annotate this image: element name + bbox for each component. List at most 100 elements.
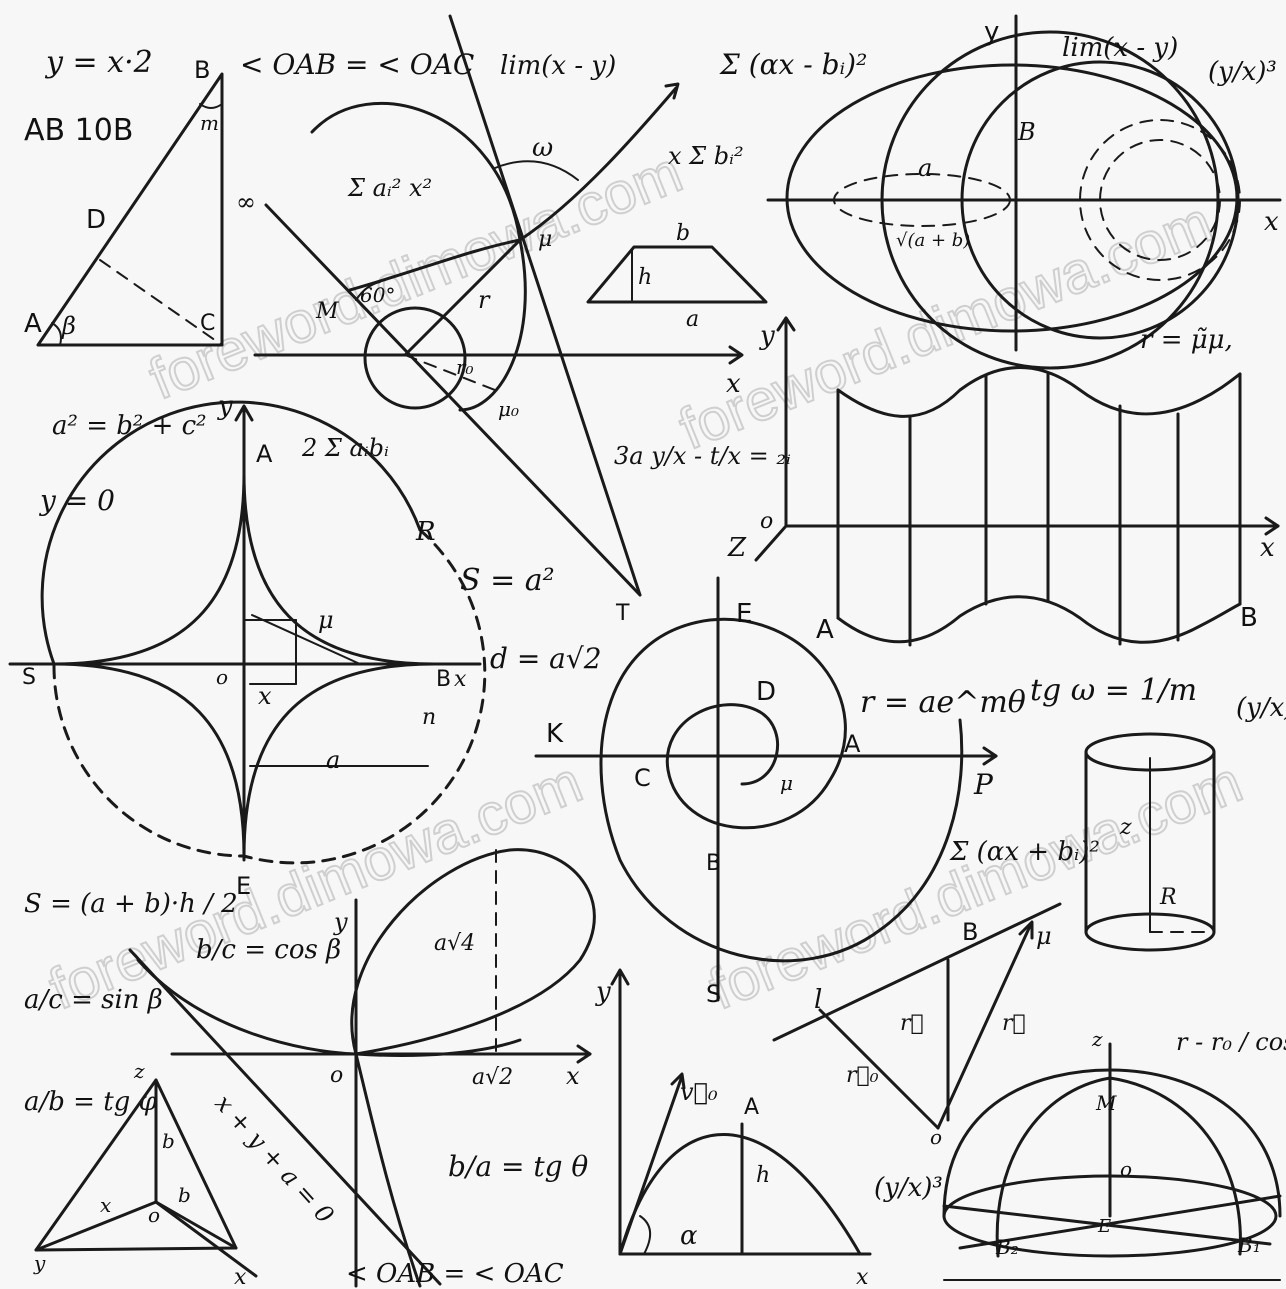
formula-y-x-cubed-top: (y/x)³ [1208, 57, 1277, 87]
label-o-hemisphere: o [1120, 1157, 1132, 1181]
label-y-surface: y [759, 321, 775, 351]
label-E-astroid: E [236, 872, 251, 900]
formula-a2-b2-c2: a² = b² + c² [52, 411, 207, 441]
label-r0: r₀ [456, 355, 474, 379]
label-C-spiral: C [634, 764, 651, 792]
label-T: T [615, 601, 630, 626]
label-x-surface: x [1260, 533, 1275, 563]
hemisphere-diagram: z M o E B₂ B₁ [942, 1027, 1282, 1281]
label-o-pyramid: o [148, 1203, 160, 1227]
formula-s-area: S = (a + b)·h / 2 [24, 889, 238, 919]
label-B-spiral: B [706, 851, 721, 876]
label-B-astroid: B [436, 667, 451, 692]
label-M-hemisphere: M [1095, 1091, 1117, 1115]
formula-y0: y = 0 [38, 484, 115, 517]
label-D: D [86, 205, 106, 235]
watermark-3: foreword.dimowa.com [41, 749, 591, 1022]
label-B-surface: B [1240, 603, 1258, 633]
label-mu-spiral: μ [780, 771, 793, 795]
label-o-vector: o [930, 1125, 942, 1149]
formula-angle-bottom: < OAB = < OAC [346, 1259, 564, 1289]
label-m: m [200, 111, 219, 135]
label-S-astroid: S [22, 665, 36, 690]
cylinder-diagram: z R [1084, 732, 1216, 952]
label-ellipse-a: a [918, 154, 932, 182]
formula-angle-top: < OAB = < OAC [240, 48, 474, 81]
label-x-astroid-seg: x [258, 682, 272, 710]
formula-fraction-expr: 3a y/x - t/x = ₂ᵢ [614, 442, 791, 470]
formula-tg-omega: tg ω = 1/m [1030, 673, 1197, 708]
label-K-spiral: K [546, 719, 564, 749]
label-A-surface: A [816, 615, 834, 645]
formula-sum-sq-2: Σ (αx + bᵢ)² [949, 837, 1100, 867]
label-mu0: μ₀ [498, 397, 519, 421]
label-o-astroid: o [216, 665, 228, 689]
formula-r-mu: r = μ̃μ, [1140, 325, 1233, 355]
label-8-pyramid: b [162, 1129, 175, 1153]
label-x-astroid: x [454, 667, 467, 692]
formula-b-c-cos: b/c = cos β [196, 935, 341, 965]
label-y-ellipse: y [984, 17, 999, 47]
label-B2: B₂ [995, 1235, 1019, 1259]
formula-lim-1: lim(x - y) [500, 51, 616, 81]
label-r0-vec: r⃗₀ [846, 1063, 879, 1088]
label-E-hemisphere: E [1097, 1216, 1111, 1237]
formula-sum-b: x Σ bᵢ² [668, 142, 744, 170]
label-x-folium: x [566, 1062, 580, 1090]
surface-3d-diagram: r = μ̃μ, y o Z x A B [727, 316, 1280, 647]
label-y-projectile: y [595, 977, 611, 1007]
label-B1: B₁ [1237, 1233, 1261, 1257]
label-beta: β [61, 312, 76, 340]
label-A-spiral: A [844, 730, 861, 758]
formula-d-a-root2: d = a√2 [490, 642, 602, 675]
label-x-projectile: x [856, 1265, 869, 1289]
formula-r-aem: r = ae^mθ [860, 685, 1026, 720]
label-mu-astroid: μ [318, 606, 334, 634]
label-R-astroid: R [415, 517, 436, 547]
ellipse-circles-diagram: y lim(x - y) (y/x)³ B a √(a + b) x [766, 14, 1282, 370]
log-spiral-diagram: E D K A C μ B S P r = ae^mθ [534, 576, 1026, 1008]
label-trap-h: h [638, 265, 652, 290]
label-x-ellipse: x [1264, 207, 1279, 237]
label-infinity: ∞ [236, 188, 256, 216]
astroid-diagram: y A R μ S o x B x n a E [8, 391, 487, 900]
label-B-vector: B [962, 918, 978, 946]
formula-r-r0-cos: r - r₀ / cos ω [1176, 1028, 1286, 1056]
label-cyl-R: R [1159, 885, 1177, 910]
label-r-vec-1: r⃗ [900, 1011, 924, 1036]
formula-b-a-tg: b/a = tg θ [448, 1150, 588, 1183]
label-y-folium: y [333, 908, 348, 936]
label-B: B [194, 56, 210, 84]
label-cyl-z: z [1119, 815, 1132, 840]
formula-sum-ab: 2 Σ aᵢbᵢ [301, 434, 389, 462]
label-ellipse-B: B [1017, 118, 1036, 146]
label-angle-60: 60° [360, 283, 395, 307]
label-mu-vector: μ [1036, 922, 1052, 950]
label-n-astroid: n [422, 705, 436, 730]
label-A-projectile: A [744, 1095, 759, 1120]
right-triangle-diagram: y = x·2 AB 10B B D A C β m [24, 45, 224, 347]
label-o-surface: o [760, 509, 773, 534]
formula-y-x-cubed-bottom: (y/x)³ [874, 1173, 943, 1203]
label-x-pyramid: x [100, 1193, 111, 1217]
formula-a-b-tg: a/b = tg φ [24, 1087, 158, 1117]
trapezoid-diagram: b h a [586, 221, 768, 332]
pyramid-diagram: z b x o b y x [33, 1059, 258, 1289]
label-x2-pyramid: x [234, 1265, 247, 1289]
label-alpha: α [680, 1221, 698, 1251]
formula-s-a2: S = a² [460, 563, 555, 598]
projectile-diagram: y v⃗₀ A h α x [595, 968, 872, 1289]
formula-sum-sq-1: Σ (αx - bᵢ)² [719, 48, 867, 81]
label-E-spiral: E [736, 599, 752, 629]
label-M: M [315, 299, 339, 324]
formula-y-x-cubed-right: (y/x)³ [1236, 693, 1286, 723]
label-o-folium: o [330, 1063, 343, 1088]
label-r: r [478, 286, 491, 314]
label-x-axis-1: x [726, 369, 741, 399]
formula-lim-2: lim(x - y) [1062, 33, 1178, 63]
label-h-projectile: h [756, 1163, 770, 1188]
label-trap-b: b [676, 221, 690, 246]
formula-line-eq: x + y + a = 0 [210, 1089, 340, 1229]
